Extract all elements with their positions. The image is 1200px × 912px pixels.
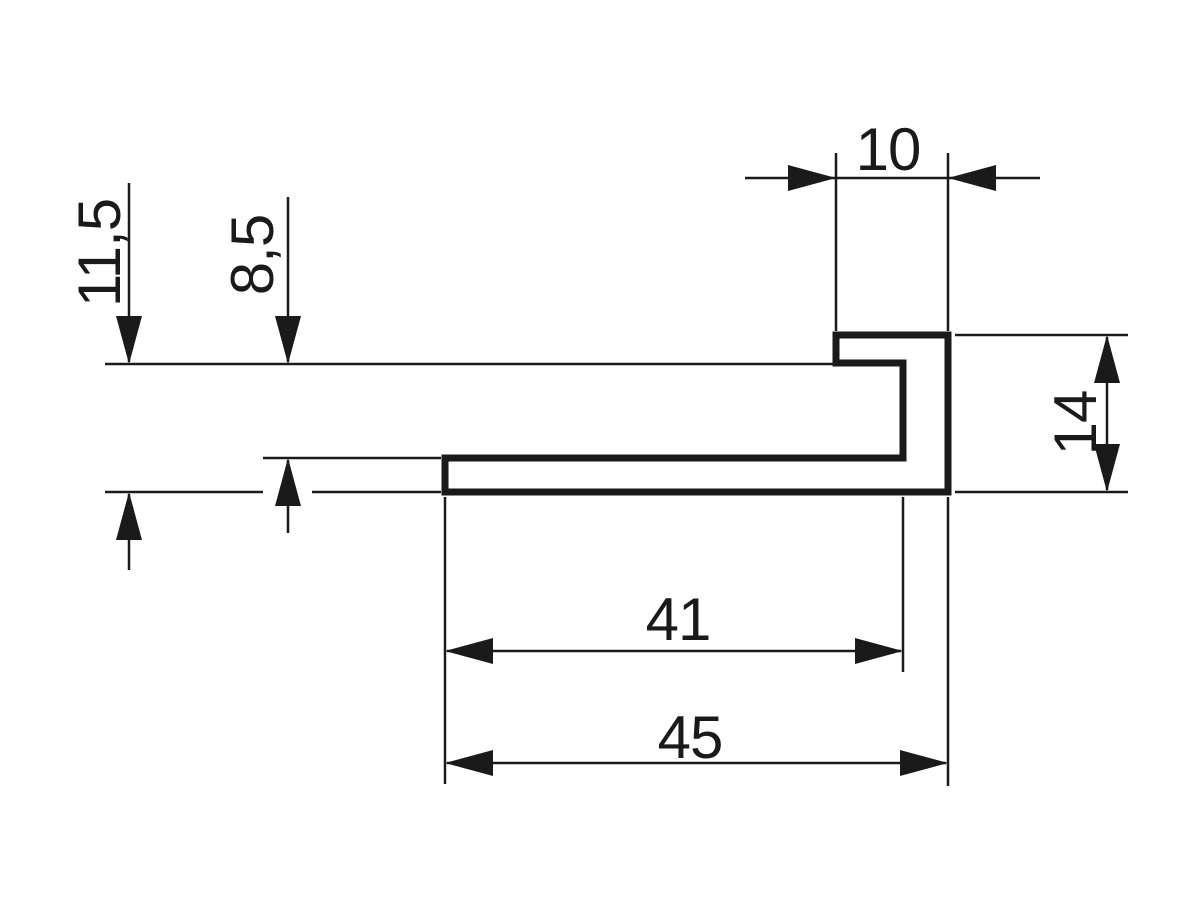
dim-11-5 xyxy=(105,183,441,570)
dim-label-45: 45 xyxy=(657,704,724,771)
arrowhead-down xyxy=(1094,444,1120,492)
dim-41 xyxy=(443,497,905,784)
dim-8-5 xyxy=(263,197,441,533)
dim-label-11-5: 11,5 xyxy=(66,198,133,308)
dim-45 xyxy=(445,497,950,786)
arrowhead-left xyxy=(445,750,493,776)
arrowhead-down xyxy=(116,316,142,364)
dim-label-41: 41 xyxy=(645,586,712,653)
arrowhead-left xyxy=(948,165,996,191)
dim-14 xyxy=(955,333,1128,494)
dim-10 xyxy=(745,153,1040,331)
arrowhead-right xyxy=(855,638,903,664)
arrowhead-up xyxy=(275,458,301,506)
dim-label-8-5: 8,5 xyxy=(219,214,286,296)
arrowhead-up xyxy=(1094,335,1120,383)
dim-label-10: 10 xyxy=(855,116,922,183)
arrowhead-down xyxy=(275,316,301,364)
dim-label-14: 14 xyxy=(1042,390,1109,456)
arrowhead-right xyxy=(900,750,948,776)
arrowhead-up xyxy=(116,492,142,540)
profile-outline xyxy=(441,331,952,496)
arrowhead-right xyxy=(788,165,836,191)
arrowhead-left xyxy=(445,638,493,664)
